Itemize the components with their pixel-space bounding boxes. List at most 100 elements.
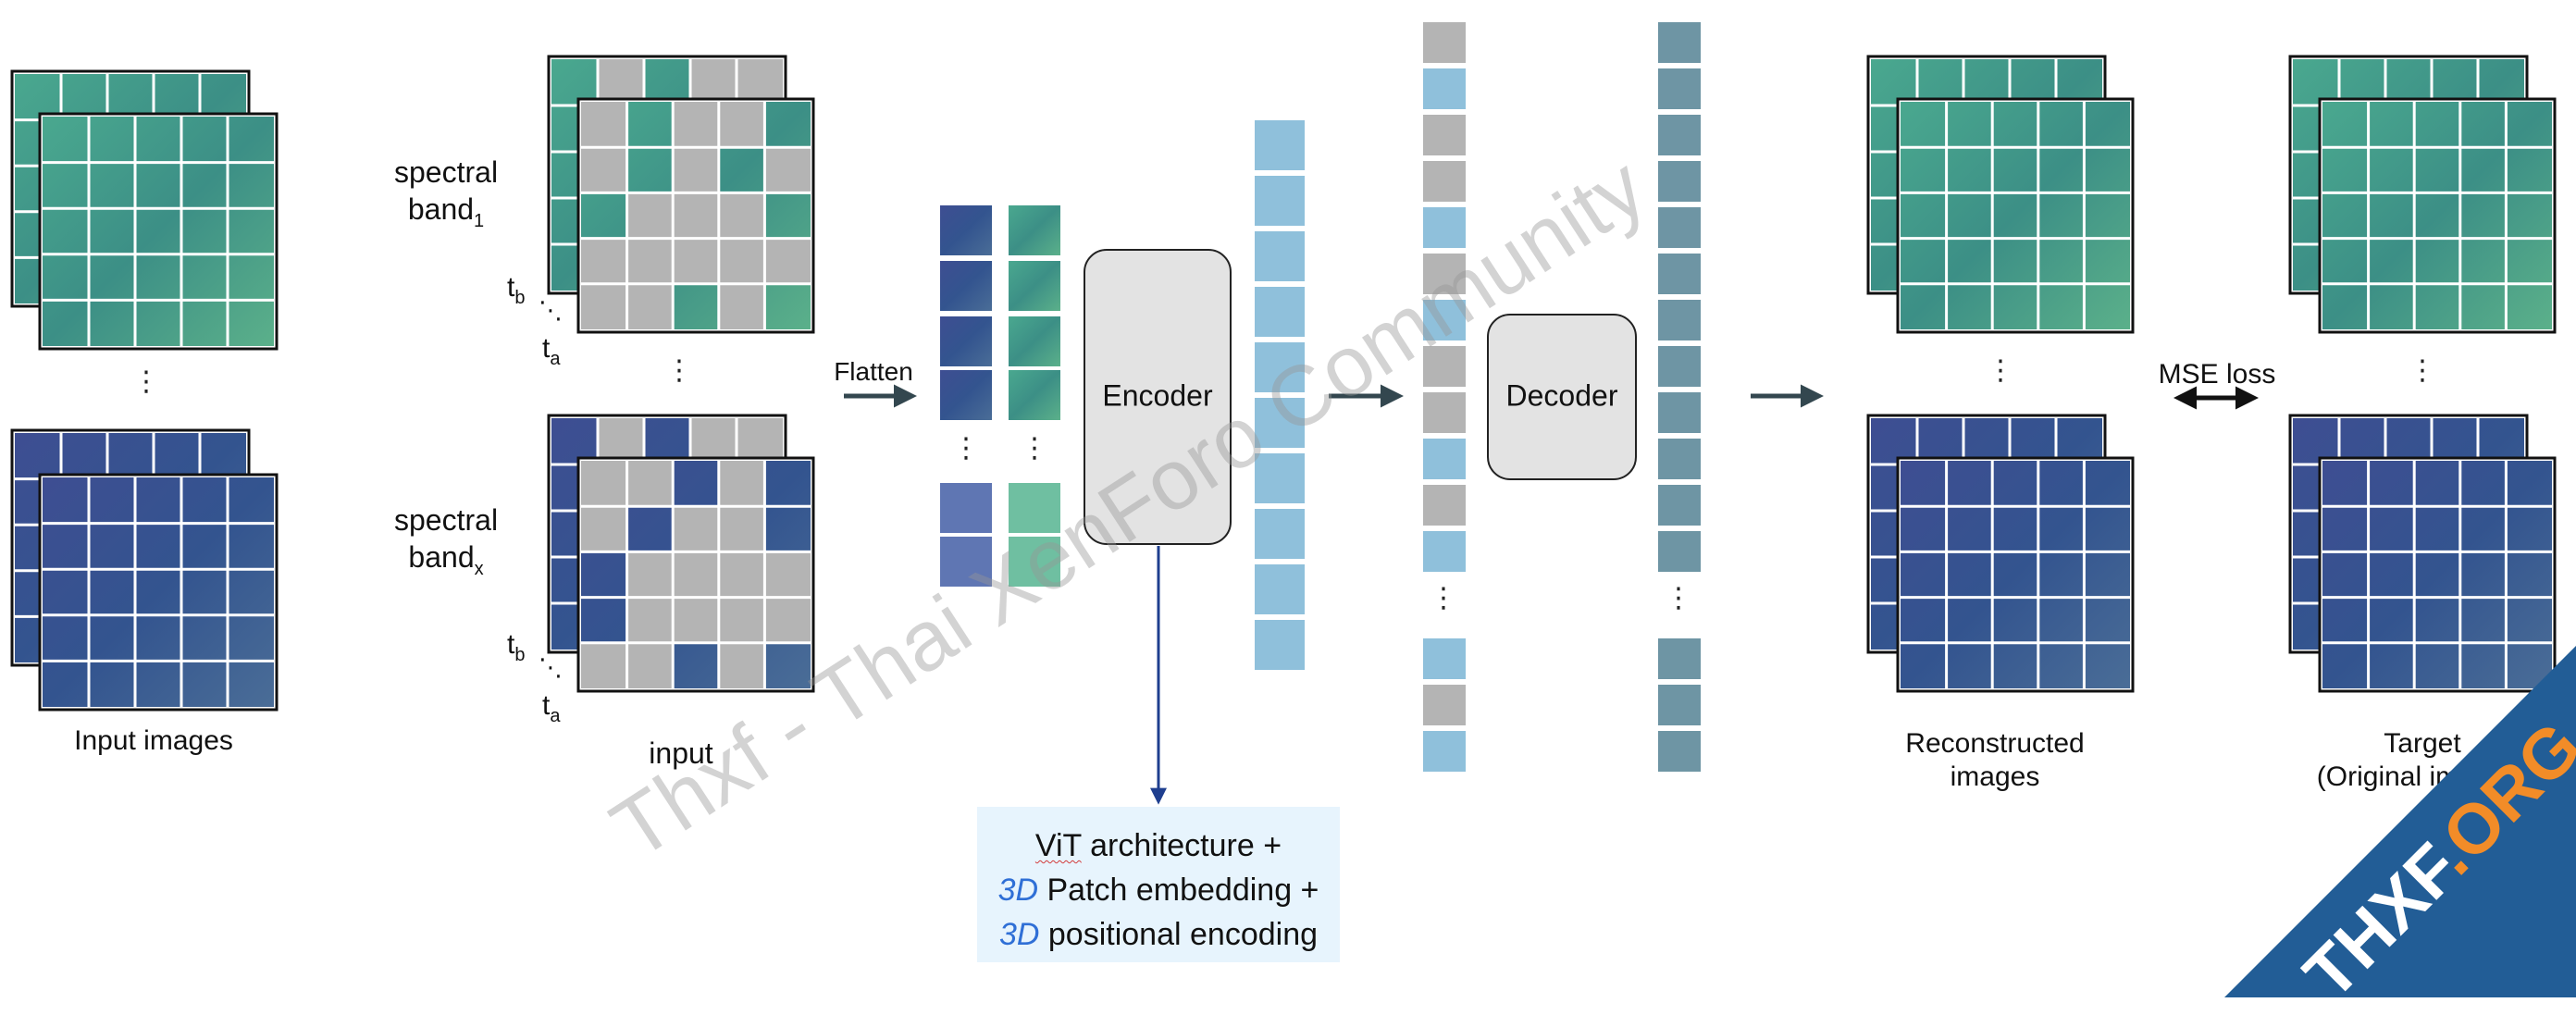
decoded-token bbox=[1658, 254, 1701, 294]
reconstructed-blue-front-image bbox=[1901, 461, 2130, 688]
band1-front-masked-cell bbox=[718, 283, 765, 329]
latent-token bbox=[1423, 161, 1466, 202]
decoded-token bbox=[1658, 531, 1701, 572]
reconstructed-ellipsis: ⋮ bbox=[1987, 355, 2014, 386]
input-bands-ellipsis: ⋮ bbox=[665, 355, 693, 386]
decoded-token bbox=[1658, 485, 1701, 526]
latent-token bbox=[1423, 115, 1466, 155]
flattened-patch-left bbox=[940, 316, 992, 366]
band1-tb: t bbox=[507, 272, 515, 303]
input-blue-front-image bbox=[43, 477, 274, 707]
decoded-token bbox=[1658, 392, 1701, 433]
latent-token bbox=[1423, 346, 1466, 387]
band1-front-masked-cell bbox=[581, 102, 627, 148]
latent-tokens-ellipsis: ⋮ bbox=[1430, 583, 1457, 613]
input-green-front-image bbox=[43, 117, 274, 346]
band1-tb-label: tb bbox=[507, 272, 525, 308]
latent-token bbox=[1423, 207, 1466, 248]
latent-token bbox=[1423, 392, 1466, 433]
band1-diag-dots: ⋱ bbox=[539, 296, 563, 324]
encoded-token bbox=[1255, 620, 1305, 670]
band1-front-masked-cell bbox=[764, 238, 811, 284]
latent-token bbox=[1423, 638, 1466, 679]
latent-token bbox=[1423, 300, 1466, 340]
encoder-label: Encoder bbox=[1102, 378, 1213, 413]
band1-line2: band bbox=[407, 192, 475, 226]
flattened-patch-right bbox=[1009, 261, 1060, 311]
flatten-ellipsis-left: ⋮ bbox=[952, 433, 980, 464]
band1-label: spectral band1 bbox=[394, 154, 498, 232]
bandx-front-masked-cell bbox=[626, 597, 674, 643]
band1-line1: spectral bbox=[394, 155, 499, 189]
vit-line2: 3D Patch embedding + bbox=[977, 868, 1340, 912]
vit-description-box: ViT architecture + 3D Patch embedding + … bbox=[977, 807, 1340, 962]
encoded-token bbox=[1255, 120, 1305, 170]
decoded-token bbox=[1658, 68, 1701, 109]
encoded-token bbox=[1255, 176, 1305, 226]
bandx-front-masked-cell bbox=[673, 506, 719, 552]
decoded-token bbox=[1658, 346, 1701, 387]
vit-line3-accent: 3D bbox=[998, 917, 1040, 952]
latent-token bbox=[1423, 685, 1466, 725]
reconstructed-green-front-image bbox=[1901, 102, 2130, 329]
decoded-token bbox=[1658, 207, 1701, 248]
encoded-token bbox=[1255, 398, 1305, 448]
bandx-front-masked-cell bbox=[673, 551, 719, 598]
bandx-ta: t bbox=[542, 690, 551, 721]
vit-line2-rest: Patch embedding + bbox=[1038, 873, 1319, 908]
band1-front-masked-cell bbox=[718, 192, 765, 239]
vit-line2-accent: 3D bbox=[997, 873, 1039, 908]
encoded-token bbox=[1255, 287, 1305, 337]
vit-line1: ViT architecture + bbox=[977, 823, 1340, 868]
encoder-box bbox=[1084, 249, 1232, 545]
bandx-ta-sub: a bbox=[550, 706, 561, 726]
decoded-token bbox=[1658, 439, 1701, 479]
latent-token bbox=[1423, 68, 1466, 109]
bandx-front-masked-cell bbox=[673, 597, 719, 643]
latent-token bbox=[1423, 22, 1466, 63]
bandx-front-masked-cell bbox=[581, 461, 627, 507]
flatten-label: Flatten bbox=[834, 357, 913, 386]
band1-front-masked-cell bbox=[673, 238, 719, 284]
band1-ta-sub: a bbox=[550, 349, 561, 369]
band1-ta-label: ta bbox=[542, 333, 560, 369]
target-green-front-image bbox=[2322, 102, 2552, 329]
bandx-front-masked-cell bbox=[626, 642, 674, 688]
flattened-patch-right bbox=[1009, 483, 1060, 533]
band1-sub: 1 bbox=[474, 211, 485, 231]
encoded-token bbox=[1255, 509, 1305, 559]
bandx-diag-dots: ⋱ bbox=[539, 653, 563, 681]
flattened-patch-left bbox=[940, 370, 992, 420]
vit-line3-rest: positional encoding bbox=[1039, 917, 1319, 952]
flattened-patch-left bbox=[940, 537, 992, 587]
latent-token bbox=[1423, 439, 1466, 479]
band1-front-masked-cell bbox=[764, 147, 811, 193]
latent-token bbox=[1423, 254, 1466, 294]
flattened-patch-left bbox=[940, 261, 992, 311]
reconstructed-line1: Reconstructed bbox=[1905, 728, 2085, 759]
bandx-front-masked-cell bbox=[626, 551, 674, 598]
bandx-front-masked-cell bbox=[718, 551, 765, 598]
band1-front-masked-cell bbox=[626, 238, 674, 284]
vit-line3: 3D positional encoding bbox=[977, 912, 1340, 957]
bandx-front-masked-cell bbox=[581, 506, 627, 552]
mse-loss-label: MSE loss bbox=[2158, 359, 2276, 390]
bandx-tb-sub: b bbox=[514, 645, 526, 665]
flattened-patch-right bbox=[1009, 205, 1060, 255]
decoder-label: Decoder bbox=[1505, 378, 1618, 413]
flattened-patch-right bbox=[1009, 370, 1060, 420]
decoded-token bbox=[1658, 685, 1701, 725]
bandx-front-masked-cell bbox=[718, 506, 765, 552]
flattened-patch-right bbox=[1009, 316, 1060, 366]
decoded-token bbox=[1658, 638, 1701, 679]
reconstructed-line2: images bbox=[1950, 761, 2040, 792]
flattened-patch-right bbox=[1009, 537, 1060, 587]
latent-token bbox=[1423, 531, 1466, 572]
decoded-tokens-ellipsis: ⋮ bbox=[1665, 583, 1692, 613]
target-ellipsis: ⋮ bbox=[2409, 355, 2436, 386]
latent-token bbox=[1423, 731, 1466, 772]
input-images-ellipsis: ⋮ bbox=[132, 366, 160, 397]
band1-front-masked-cell bbox=[673, 147, 719, 193]
bandx-front-masked-cell bbox=[764, 597, 811, 643]
